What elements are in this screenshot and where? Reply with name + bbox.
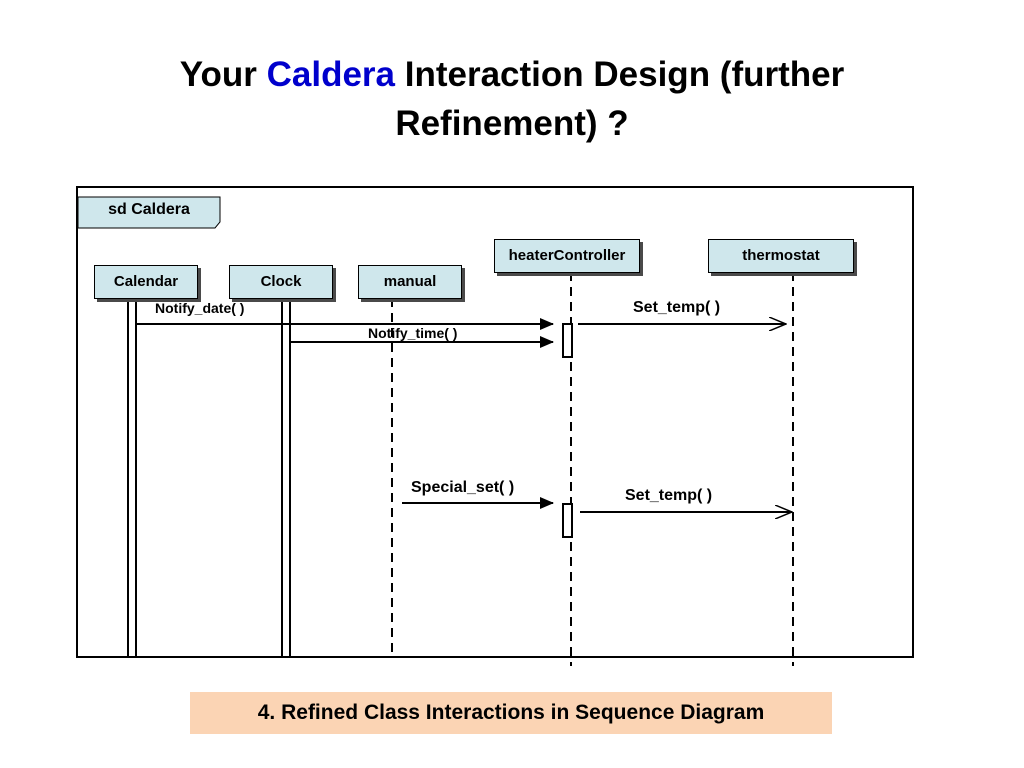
lifeline-heatercontroller-label: heaterController (508, 247, 626, 264)
heatercontroller-activation-2 (562, 503, 573, 538)
lifeline-thermostat: thermostat (708, 239, 854, 273)
set-temp-label-1: Set_temp( ) (633, 299, 721, 316)
lifeline-thermostat-label: thermostat (742, 247, 820, 264)
frame-tag-label: sd Caldera (108, 201, 190, 218)
slide-title: Your Caldera Interaction Design (further… (0, 50, 1024, 148)
heatercontroller-activation-1 (562, 323, 573, 358)
lifeline-calendar-label: Calendar (113, 273, 179, 290)
special-set-label: Special_set( ) (411, 479, 515, 496)
caption-text: 4. Refined Class Interactions in Sequenc… (257, 701, 765, 724)
title-line-2: Refinement) ? (395, 104, 629, 143)
title-line-1: Your Caldera Interaction Design (further (0, 50, 1024, 99)
lifeline-manual: manual (358, 265, 462, 299)
title-accent-word: Caldera (266, 55, 396, 94)
lifeline-manual-label: manual (383, 273, 437, 290)
caption-box: 4. Refined Class Interactions in Sequenc… (190, 692, 832, 734)
frame-tag: sd Caldera (77, 196, 221, 229)
lifeline-heatercontroller: heaterController (494, 239, 640, 273)
title-suffix: Interaction Design (further (395, 55, 845, 94)
lifeline-clock-label: Clock (260, 273, 302, 290)
lifeline-calendar: Calendar (94, 265, 198, 299)
notify-time-label: Notify_time( ) (368, 325, 458, 341)
set-temp-label-2: Set_temp( ) (625, 487, 713, 504)
lifeline-clock: Clock (229, 265, 333, 299)
notify-date-label: Notify_date( ) (155, 300, 245, 316)
frame-tag-shape (77, 196, 221, 229)
sequence-diagram-frame (76, 186, 914, 658)
title-prefix: Your (179, 55, 267, 94)
